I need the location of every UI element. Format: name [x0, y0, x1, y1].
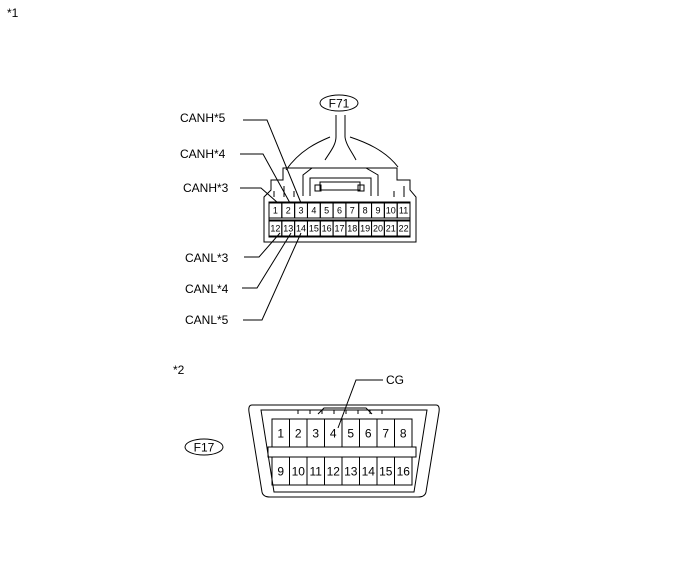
f71-pin-label: 10	[386, 206, 396, 216]
label-canl5: CANL*5	[185, 313, 229, 327]
f71-pin-label: 3	[299, 206, 304, 216]
label-canl4: CANL*4	[185, 282, 229, 296]
f71-pin-label: 17	[334, 224, 344, 234]
f71-callout-lines	[240, 119, 302, 321]
f71-pin-label: 19	[360, 224, 370, 234]
f17-pin-cell	[394, 456, 413, 486]
f71-pin-label: 20	[373, 224, 383, 234]
label-canl3: CANL*3	[185, 251, 229, 265]
f71-pin-label: 11	[399, 206, 408, 216]
f17-pin-label: 11	[310, 464, 323, 478]
f71-id-badge: F71	[319, 94, 359, 112]
f17-pin-label: 15	[379, 464, 393, 478]
f17-pin-label: 6	[365, 426, 372, 440]
cg-callout-line	[337, 379, 383, 429]
f71-pin-label: 7	[350, 206, 355, 216]
f71-pin-label: 8	[363, 206, 368, 216]
f17-pin-label: 2	[295, 426, 302, 440]
label-canh4: CANH*4	[180, 147, 226, 161]
f71-id-label: F71	[329, 97, 350, 111]
ref-mark-2: *2	[173, 363, 185, 377]
f17-pin-label: 3	[312, 426, 319, 440]
f17-pin-label: 8	[400, 426, 407, 440]
f17-pin-label: 14	[362, 464, 376, 478]
f71-pin-label: 22	[399, 224, 409, 234]
f17-pin-label: 13	[344, 464, 358, 478]
f71-pin-label: 9	[375, 206, 380, 216]
f71-pin-label: 21	[386, 224, 396, 234]
f71-pin-label: 15	[309, 224, 319, 234]
f71-pin-label: 6	[337, 206, 342, 216]
f71-pin-label: 14	[296, 224, 306, 234]
ref-mark-1: *1	[7, 6, 19, 20]
f17-pin-label: 10	[292, 464, 306, 478]
f71-pin-label: 4	[311, 206, 316, 216]
f71-pin-cell	[396, 202, 411, 219]
f17-id-label: F17	[194, 441, 215, 455]
f71-pin-label: 5	[324, 206, 329, 216]
f17-pin-label: 9	[277, 464, 284, 478]
f17-pin-label: 16	[397, 464, 411, 478]
f17-pin-label: 7	[382, 426, 389, 440]
f71-pin-label: 13	[283, 224, 293, 234]
label-cg: CG	[386, 373, 404, 387]
f71-pin-label: 12	[270, 224, 280, 234]
f17-pin-label: 4	[330, 426, 337, 440]
f71-pin-label: 18	[347, 224, 357, 234]
f17-pin-cell	[394, 418, 413, 448]
label-canh5: CANH*5	[180, 111, 226, 125]
label-canh3: CANH*3	[183, 181, 229, 195]
f17-pin-label: 12	[327, 464, 341, 478]
f71-pin-cell	[396, 220, 411, 237]
f17-pin-label: 1	[277, 426, 284, 440]
f71-pin-label: 16	[322, 224, 332, 234]
f17-id-badge: F17	[184, 438, 224, 456]
f17-pin-label: 5	[347, 426, 354, 440]
f71-pin-label: 2	[286, 206, 291, 216]
f71-pin-label: 1	[273, 206, 278, 216]
